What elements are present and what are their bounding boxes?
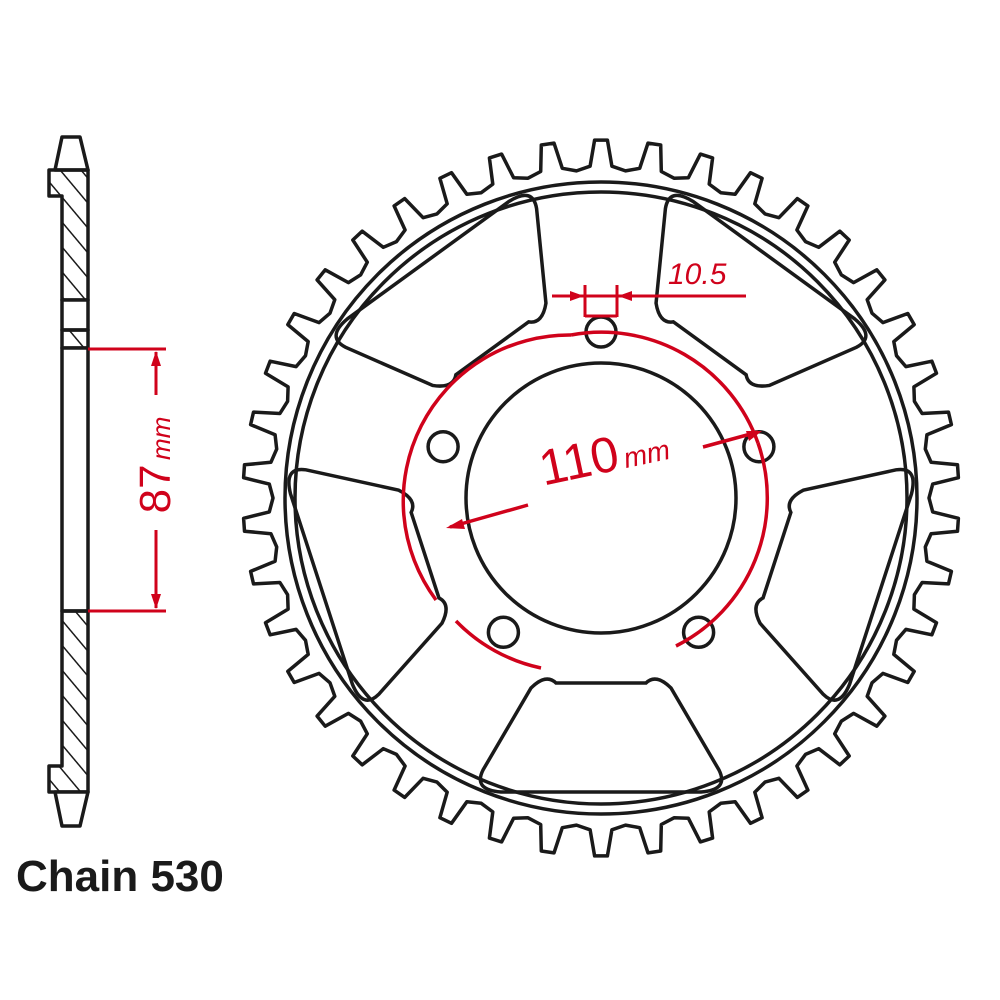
bolt-hole [486, 615, 521, 650]
hole-dimension [552, 285, 746, 318]
bore-label: 87 mm [131, 417, 181, 514]
side-profile [47, 135, 90, 828]
cutout [754, 467, 915, 702]
chain-size-caption: Chain 530 [16, 852, 224, 901]
bolt-circle-dimension [446, 430, 762, 529]
cutout [478, 677, 724, 794]
bolt-hole [681, 615, 716, 650]
bolt-hole [426, 429, 460, 464]
bolt-circle-unit: mm [620, 433, 673, 474]
cutout [654, 193, 868, 388]
teeth-outline [241, 138, 961, 858]
sprocket-front [241, 138, 961, 858]
cutout [287, 467, 448, 702]
bolt-circle [401, 330, 769, 670]
bore-dimension [88, 347, 166, 613]
bolt-hole-label: 10.5 [668, 258, 727, 291]
bore-unit: mm [146, 416, 176, 460]
bore-value: 87 [131, 464, 180, 514]
cutout [334, 193, 548, 388]
